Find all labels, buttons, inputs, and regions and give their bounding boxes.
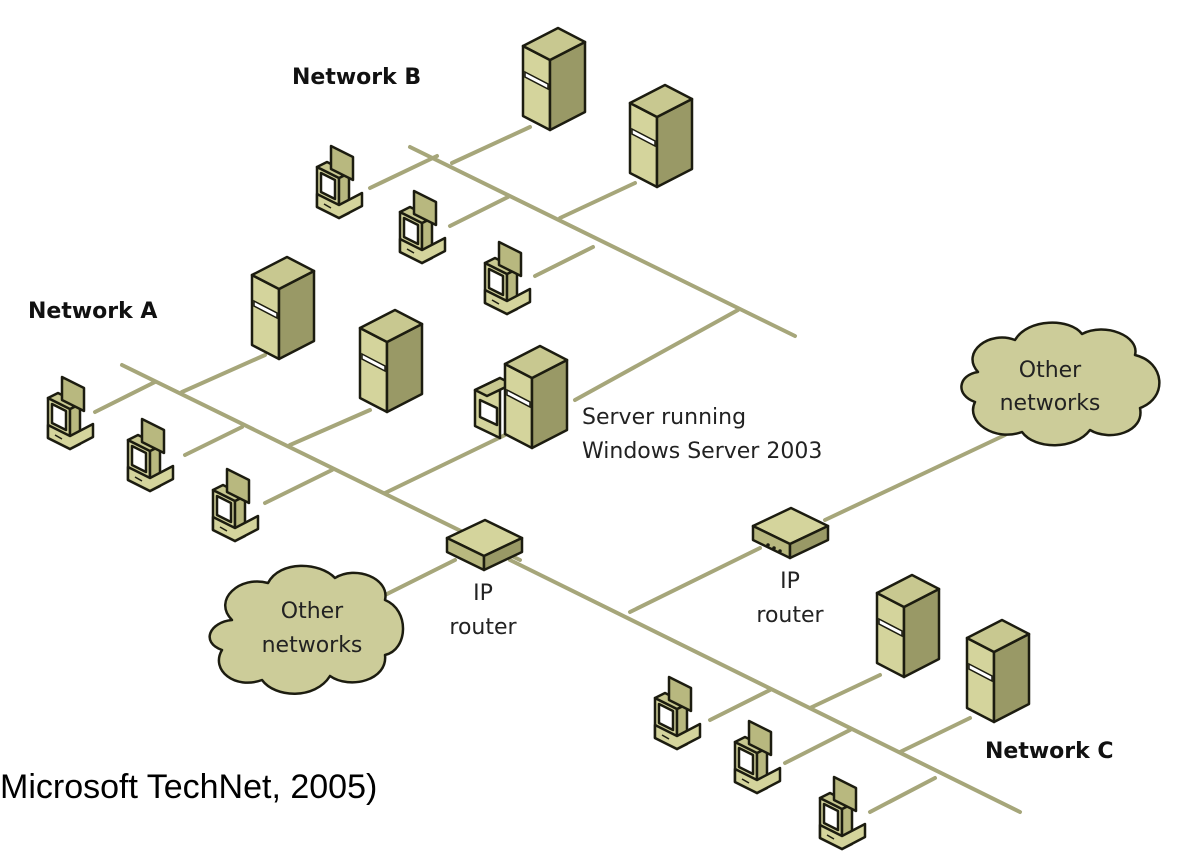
ip-router-1: IP router [445, 518, 524, 640]
server-icon [965, 618, 1031, 724]
server-icon [521, 26, 587, 132]
router-label-line1: IP [473, 581, 493, 606]
network-b-backbone [368, 125, 797, 402]
cloud-label-line1: Other [1019, 358, 1082, 383]
workstation-icon [315, 144, 364, 220]
citation-text: Microsoft TechNet, 2005) [0, 768, 378, 806]
workstation-icon [653, 675, 702, 751]
router-links [373, 433, 1022, 814]
server-label-line1: Server running [582, 405, 746, 430]
workstation-icon [46, 375, 95, 451]
ip-router-2: IP router [751, 506, 830, 628]
windows-server-2003-icon [473, 344, 569, 450]
network-b-label: Network B [292, 65, 421, 90]
router-icon [751, 506, 830, 560]
server-icon [250, 255, 316, 361]
workstation-icon [733, 719, 782, 795]
network-a-backbone [93, 353, 522, 562]
cloud-label-line2: networks [262, 633, 363, 658]
server-icon [875, 573, 941, 679]
network-c-label: Network C [985, 739, 1114, 764]
workstation-icon [211, 467, 260, 543]
workstation-icon [483, 240, 532, 316]
workstation-icon [398, 189, 447, 265]
router-label-line2: router [756, 603, 824, 628]
workstation-icon [818, 775, 867, 851]
other-networks-cloud-left: Other networks [208, 564, 405, 695]
server-icon [628, 83, 694, 189]
server-label-line2: Windows Server 2003 [582, 439, 822, 464]
workstation-icon [126, 417, 175, 493]
router-label-line1: IP [780, 569, 800, 594]
other-networks-cloud-right: Other networks [960, 321, 1161, 447]
cloud-label-line2: networks [1000, 391, 1101, 416]
network-c-backbone [708, 673, 972, 814]
router-label-line2: router [449, 615, 517, 640]
network-a-label: Network A [28, 299, 157, 324]
server-icon [358, 308, 424, 414]
cloud-label-line1: Other [281, 599, 344, 624]
